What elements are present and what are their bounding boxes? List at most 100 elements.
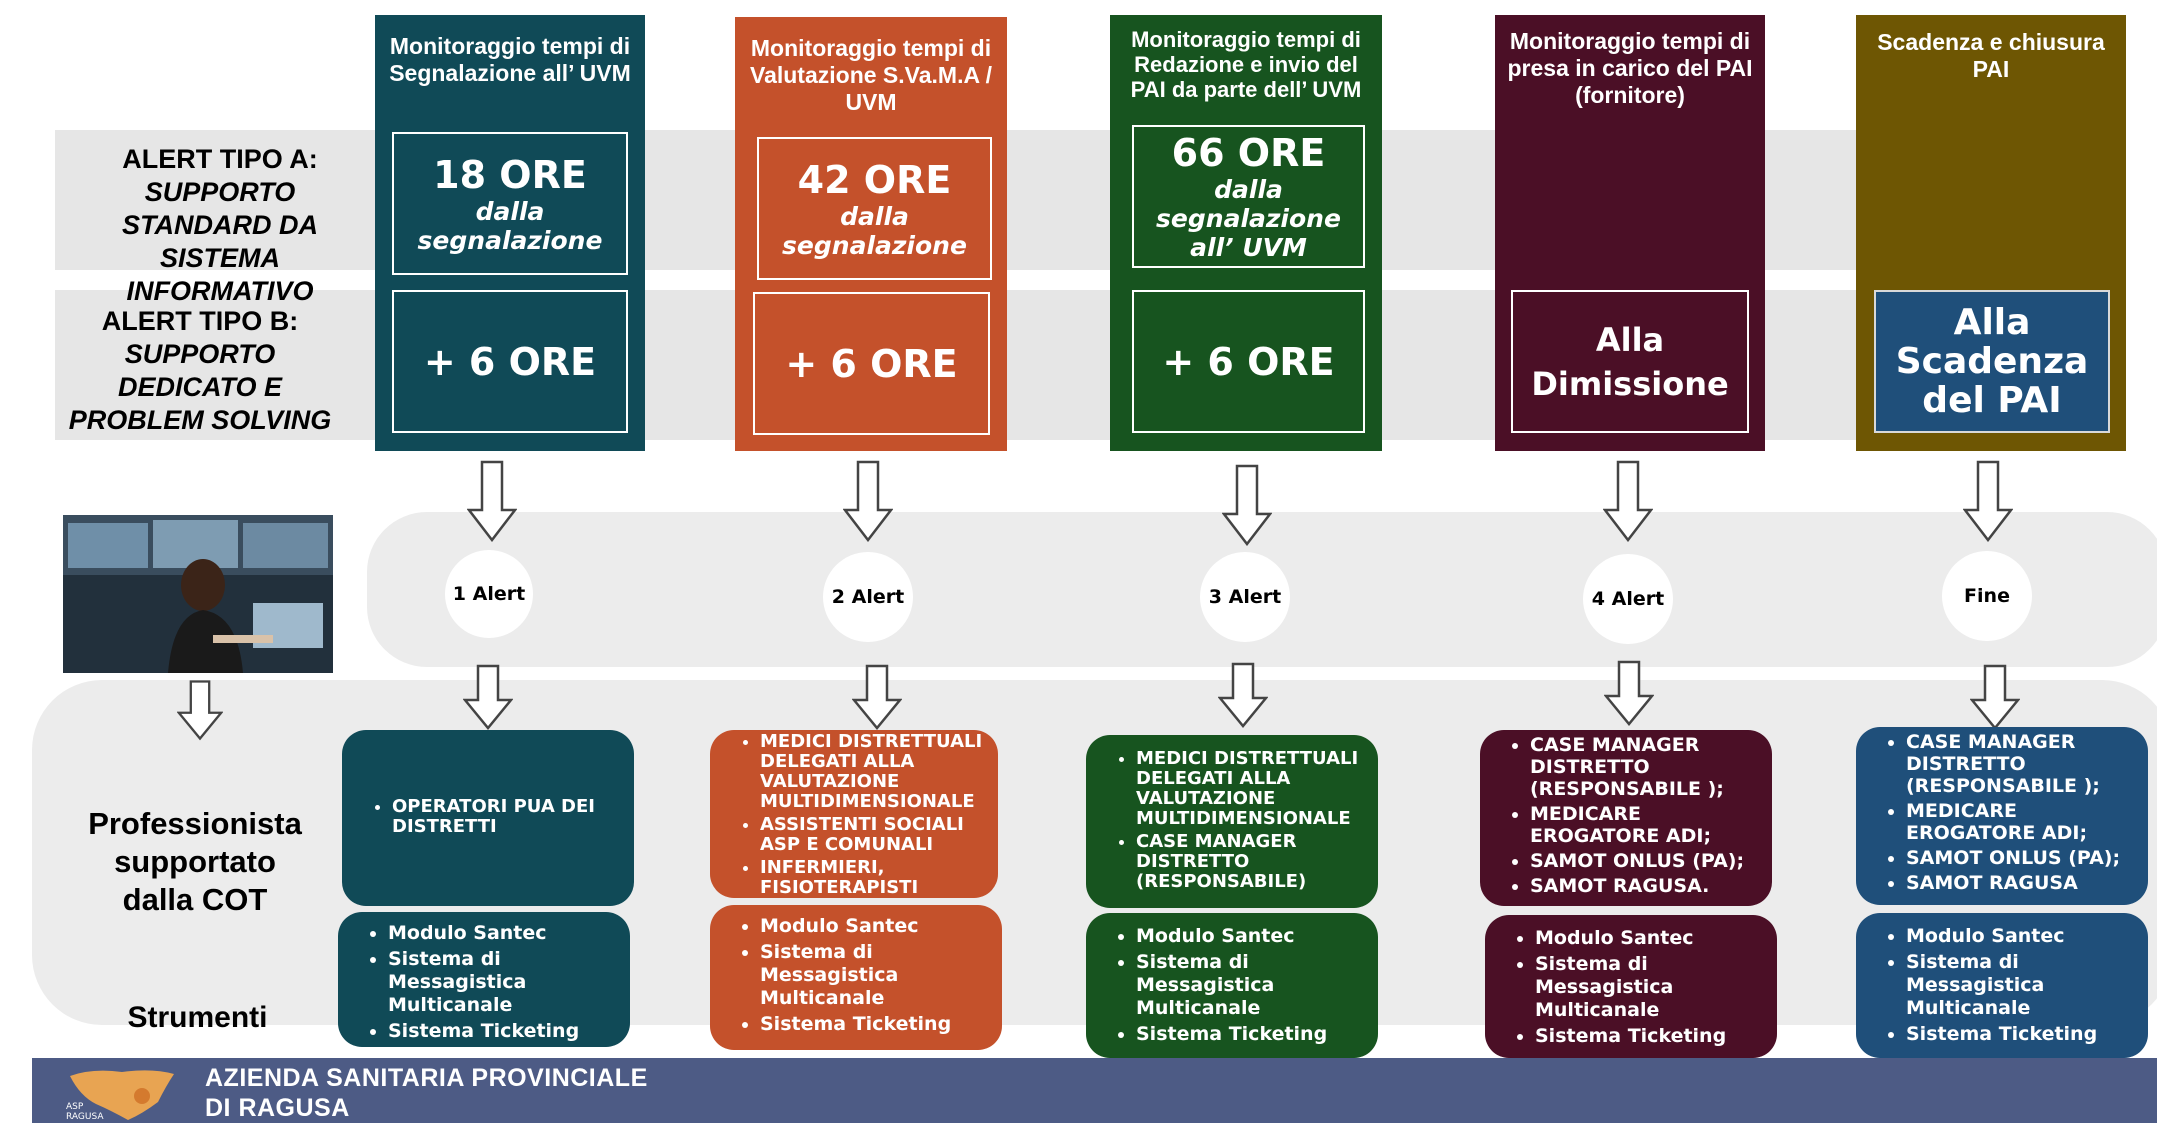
down-arrow-icon <box>463 664 513 730</box>
footer-line-1: AZIENDA SANITARIA PROVINCIALE <box>205 1064 648 1092</box>
professionals-list: MEDICI DISTRETTUALI DELEGATI ALLA VALUTA… <box>1100 748 1368 895</box>
alert-a-hours: 42 ORE <box>797 157 952 202</box>
column-title: Monitoraggio tempi di Redazione e invio … <box>1130 27 1362 102</box>
list-item: Modulo Santec <box>388 922 620 945</box>
list-item: CASE MANAGER DISTRETTO (RESPONSABILE ); <box>1530 734 1762 800</box>
alert-b-text: Alla Scadenza del PAI <box>1895 302 2089 421</box>
list-item: ASSISTENTI SOCIALI ASP E COMUNALI <box>760 815 988 855</box>
professionals-card-3: MEDICI DISTRETTUALI DELEGATI ALLA VALUTA… <box>1086 735 1378 908</box>
alert-b-box: Alla Scadenza del PAI <box>1874 290 2110 433</box>
alert-circle-1: 1 Alert <box>445 550 533 638</box>
down-arrow-icon <box>843 460 893 542</box>
alert-circle-3: 3 Alert <box>1200 552 1290 642</box>
list-item: SAMOT ONLUS (PA); <box>1906 847 2138 869</box>
alert-b-text: Alla Dimissione <box>1531 320 1729 403</box>
column-title: Monitoraggio tempi di Valutazione S.Va.M… <box>750 35 992 115</box>
list-item: MEDICI DISTRETTUALI DELEGATI ALLA VALUTA… <box>760 732 988 812</box>
alert-circle-fine: Fine <box>1942 551 2032 641</box>
list-item: Modulo Santec <box>1535 927 1767 950</box>
alert-a-note: dalla segnalazione <box>782 201 967 260</box>
alert-a-band <box>55 130 2085 270</box>
list-item: Modulo Santec <box>1136 925 1368 948</box>
tools-card-5: Modulo Santec Sistema di Messagistica Mu… <box>1856 913 2148 1058</box>
alert-a-hours: 66 ORE <box>1171 131 1326 175</box>
down-arrow-icon <box>1970 664 2020 730</box>
list-item: Sistema Ticketing <box>1535 1025 1767 1048</box>
alert-a-box: 66 ORE dalla segnalazione all’ UVM <box>1132 125 1365 268</box>
list-item: Sistema Ticketing <box>1906 1023 2138 1046</box>
alert-a-note: dalla segnalazione <box>417 196 603 255</box>
alert-b-label: ALERT TIPO B: SUPPORTO DEDICATO E PROBLE… <box>68 306 332 435</box>
list-item: CASE MANAGER DISTRETTO (RESPONSABILE) <box>1136 831 1368 892</box>
list-item: Sistema di Messagistica Multicanale <box>1535 953 1767 1022</box>
footer-bar <box>32 1058 2157 1123</box>
list-item: Sistema Ticketing <box>1136 1023 1368 1046</box>
alert-a-label: ALERT TIPO A: SUPPORTO STANDARD DA SISTE… <box>122 144 318 306</box>
alert-b-hours: + 6 ORE <box>423 339 597 384</box>
alert-circle-2: 2 Alert <box>823 552 913 642</box>
alert-a-box: 42 ORE dalla segnalazione <box>757 137 992 280</box>
alert-b-box: + 6 ORE <box>753 292 990 435</box>
alert-b-band <box>55 290 2085 440</box>
alert-b-box: Alla Dimissione <box>1511 290 1749 433</box>
down-arrow-icon <box>1603 460 1653 542</box>
column-title: Monitoraggio tempi di Segnalazione all’ … <box>389 33 631 86</box>
down-arrow-icon <box>1604 660 1654 726</box>
down-arrow-icon <box>1218 662 1268 728</box>
alert-b-box: + 6 ORE <box>392 290 628 433</box>
list-item: Sistema di Messagistica Multicanale <box>388 948 620 1017</box>
tools-list: Modulo Santec Sistema di Messagistica Mu… <box>352 922 620 1043</box>
list-item: CASE MANAGER DISTRETTO (RESPONSABILE ); <box>1906 731 2138 797</box>
tools-label: Strumenti <box>127 1001 268 1034</box>
alert-b-hours: + 6 ORE <box>785 341 958 386</box>
column-segnalazione: Monitoraggio tempi di Segnalazione all’ … <box>375 15 645 451</box>
down-arrow-icon <box>177 676 223 744</box>
tools-list: Modulo Santec Sistema di Messagistica Mu… <box>1499 927 1767 1048</box>
alert-b-hours: + 6 ORE <box>1162 339 1335 384</box>
tools-card-3: Modulo Santec Sistema di Messagistica Mu… <box>1086 913 1378 1058</box>
list-item: SAMOT RAGUSA <box>1906 872 2138 894</box>
column-title: Monitoraggio tempi di presa in carico de… <box>1507 28 1753 108</box>
sicily-logo: ASP RAGUSA <box>62 1062 182 1123</box>
list-item: MEDICARE EROGATORE ADI; <box>1906 800 2138 844</box>
tools-list: Modulo Santec Sistema di Messagistica Mu… <box>1100 925 1368 1046</box>
column-presa-in-carico: Monitoraggio tempi di presa in carico de… <box>1495 15 1765 451</box>
tools-list: Modulo Santec Sistema di Messagistica Mu… <box>1870 925 2138 1046</box>
list-item: Sistema di Messagistica Multicanale <box>1906 951 2138 1020</box>
list-item: Sistema Ticketing <box>760 1013 992 1036</box>
professionals-card-1: OPERATORI PUA DEI DISTRETTI <box>342 730 634 906</box>
alert-circle-4: 4 Alert <box>1583 554 1673 644</box>
alert-a-box: 18 ORE dalla segnalazione <box>392 132 628 275</box>
down-arrow-icon <box>852 664 902 730</box>
list-item: Modulo Santec <box>760 915 992 938</box>
professionals-card-2: MEDICI DISTRETTUALI DELEGATI ALLA VALUTA… <box>710 730 998 898</box>
operator-control-room-icon <box>63 515 333 673</box>
professionals-list: MEDICI DISTRETTUALI DELEGATI ALLA VALUTA… <box>724 732 988 898</box>
professionals-label: Professionista supportato dalla COT <box>88 806 302 917</box>
down-arrow-icon <box>467 460 517 542</box>
tools-card-1: Modulo Santec Sistema di Messagistica Mu… <box>338 912 630 1047</box>
list-item: Sistema di Messagistica Multicanale <box>760 941 992 1010</box>
operator-photo <box>63 515 333 673</box>
professionals-list: CASE MANAGER DISTRETTO (RESPONSABILE ); … <box>1494 734 1762 897</box>
column-title: Scadenza e chiusura PAI <box>1877 29 2105 82</box>
column-scadenza-pai: Scadenza e chiusura PAI Alla Scadenza de… <box>1856 15 2126 451</box>
alert-a-note: dalla segnalazione all’ UVM <box>1156 175 1341 262</box>
down-arrow-icon <box>1963 460 2013 542</box>
professionals-card-5: CASE MANAGER DISTRETTO (RESPONSABILE ); … <box>1856 727 2148 905</box>
list-item: OPERATORI PUA DEI DISTRETTI <box>392 796 624 837</box>
professionals-card-4: CASE MANAGER DISTRETTO (RESPONSABILE ); … <box>1480 730 1772 906</box>
column-valutazione: Monitoraggio tempi di Valutazione S.Va.M… <box>735 17 1007 451</box>
alert-a-hours: 18 ORE <box>433 152 587 197</box>
list-item: SAMOT RAGUSA. <box>1530 875 1762 897</box>
down-arrow-icon <box>1222 464 1272 546</box>
sicily-map-icon <box>70 1070 174 1120</box>
list-item: Sistema di Messagistica Multicanale <box>1136 951 1368 1020</box>
tools-card-4: Modulo Santec Sistema di Messagistica Mu… <box>1485 915 1777 1058</box>
tools-list: Modulo Santec Sistema di Messagistica Mu… <box>724 915 992 1036</box>
tools-card-2: Modulo Santec Sistema di Messagistica Mu… <box>710 905 1002 1050</box>
list-item: INFERMIERI, FISIOTERAPISTI <box>760 858 988 898</box>
list-item: MEDICI DISTRETTUALI DELEGATI ALLA VALUTA… <box>1136 748 1368 829</box>
professionals-list: OPERATORI PUA DEI DISTRETTI <box>356 796 624 840</box>
list-item: MEDICARE EROGATORE ADI; <box>1530 803 1762 847</box>
